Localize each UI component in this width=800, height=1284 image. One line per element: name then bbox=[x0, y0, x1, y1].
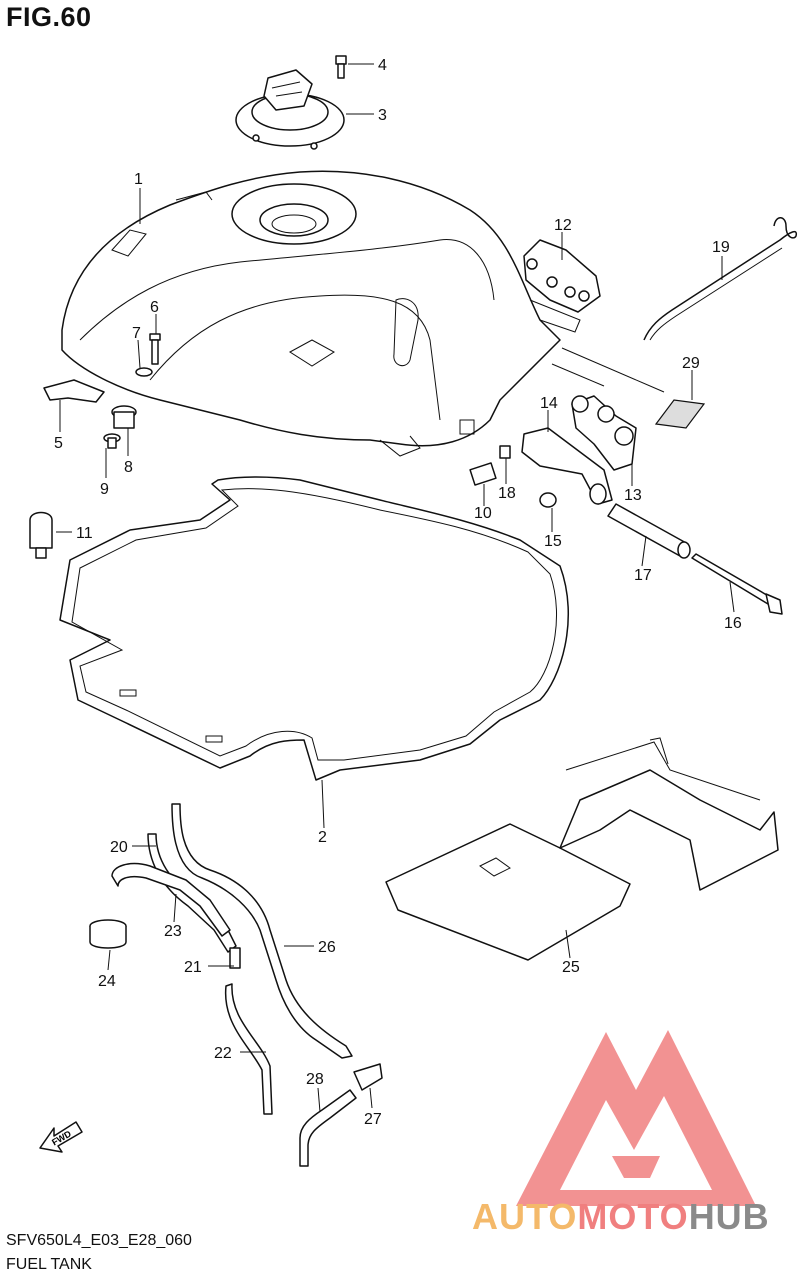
part-10-cushion bbox=[469, 462, 497, 486]
callout-10: 10 bbox=[474, 505, 492, 522]
callout-4: 4 bbox=[378, 57, 387, 74]
part-11-rubber-cushion bbox=[29, 511, 53, 559]
part-28-hose bbox=[299, 1089, 357, 1167]
callout-7: 7 bbox=[132, 325, 141, 342]
callout-14: 14 bbox=[540, 395, 558, 412]
assembly-guide-lines bbox=[551, 347, 665, 393]
callout-21: 21 bbox=[184, 959, 202, 976]
callout-26: 26 bbox=[318, 939, 336, 956]
callout-17: 17 bbox=[634, 567, 652, 584]
part-4-bolt bbox=[335, 55, 347, 79]
figure-title: FIG.60 bbox=[6, 2, 92, 32]
callout-25: 25 bbox=[562, 959, 580, 976]
callout-16: 16 bbox=[724, 615, 742, 632]
model-code: SFV650L4_E03_E28_060 bbox=[6, 1232, 192, 1249]
part-27-joint bbox=[353, 1063, 383, 1091]
watermark-text: AUTOMOTOHUB bbox=[472, 1196, 770, 1238]
part-13-14-hinge-assembly bbox=[521, 395, 637, 505]
callout-15: 15 bbox=[544, 533, 562, 550]
callout-20: 20 bbox=[110, 839, 128, 856]
callout-8: 8 bbox=[124, 459, 133, 476]
part-19-prop-rod bbox=[643, 217, 798, 341]
part-7-washer bbox=[135, 367, 153, 377]
callout-23: 23 bbox=[164, 923, 182, 940]
part-5-bracket bbox=[43, 379, 105, 403]
part-26-hose bbox=[171, 803, 353, 1059]
watermark-auto: AUTO bbox=[472, 1196, 578, 1237]
callout-2: 2 bbox=[318, 829, 327, 846]
part-15-nut bbox=[539, 492, 557, 508]
callout-29: 29 bbox=[682, 355, 700, 372]
part-21-joint bbox=[229, 947, 241, 969]
part-2-tank-seal bbox=[59, 476, 570, 781]
callout-6: 6 bbox=[150, 299, 159, 316]
callout-12: 12 bbox=[554, 217, 572, 234]
part-8-grommet bbox=[111, 405, 137, 429]
part-29-pad bbox=[654, 399, 706, 429]
callout-11: 11 bbox=[76, 525, 93, 542]
part-24-ring bbox=[89, 919, 127, 949]
section-name: FUEL TANK bbox=[6, 1256, 92, 1273]
part-9-collar bbox=[103, 433, 121, 449]
callout-1: 1 bbox=[134, 171, 143, 188]
part-12-bracket bbox=[523, 239, 601, 313]
callout-28: 28 bbox=[306, 1071, 324, 1088]
callout-19: 19 bbox=[712, 239, 730, 256]
part-22-hose bbox=[224, 983, 273, 1115]
part-25-heat-shield bbox=[385, 737, 779, 961]
watermark-moto: MOTO bbox=[577, 1196, 689, 1237]
part-3-fuel-cap bbox=[235, 69, 345, 150]
part-16-bolt bbox=[691, 553, 783, 615]
watermark-logo-icon bbox=[516, 1030, 756, 1206]
callout-3: 3 bbox=[378, 107, 387, 124]
part-18-clip bbox=[499, 445, 511, 459]
forward-arrow-icon: FWD bbox=[39, 1121, 83, 1153]
callout-13: 13 bbox=[624, 487, 642, 504]
callout-5: 5 bbox=[54, 435, 63, 452]
callout-9: 9 bbox=[100, 481, 109, 498]
leader-lines bbox=[56, 63, 735, 1113]
part-17-sleeve bbox=[607, 503, 691, 559]
callout-22: 22 bbox=[214, 1045, 232, 1062]
part-1-fuel-tank bbox=[61, 170, 581, 457]
callout-labels: 4 3 1 6 7 5 8 9 11 12 19 29 14 13 18 10 … bbox=[54, 57, 742, 1128]
part-6-bolt bbox=[149, 333, 161, 365]
watermark-hub: HUB bbox=[688, 1196, 770, 1237]
callout-27: 27 bbox=[364, 1111, 382, 1128]
callout-24: 24 bbox=[98, 973, 116, 990]
part-23-hose bbox=[111, 862, 231, 937]
callout-18: 18 bbox=[498, 485, 516, 502]
